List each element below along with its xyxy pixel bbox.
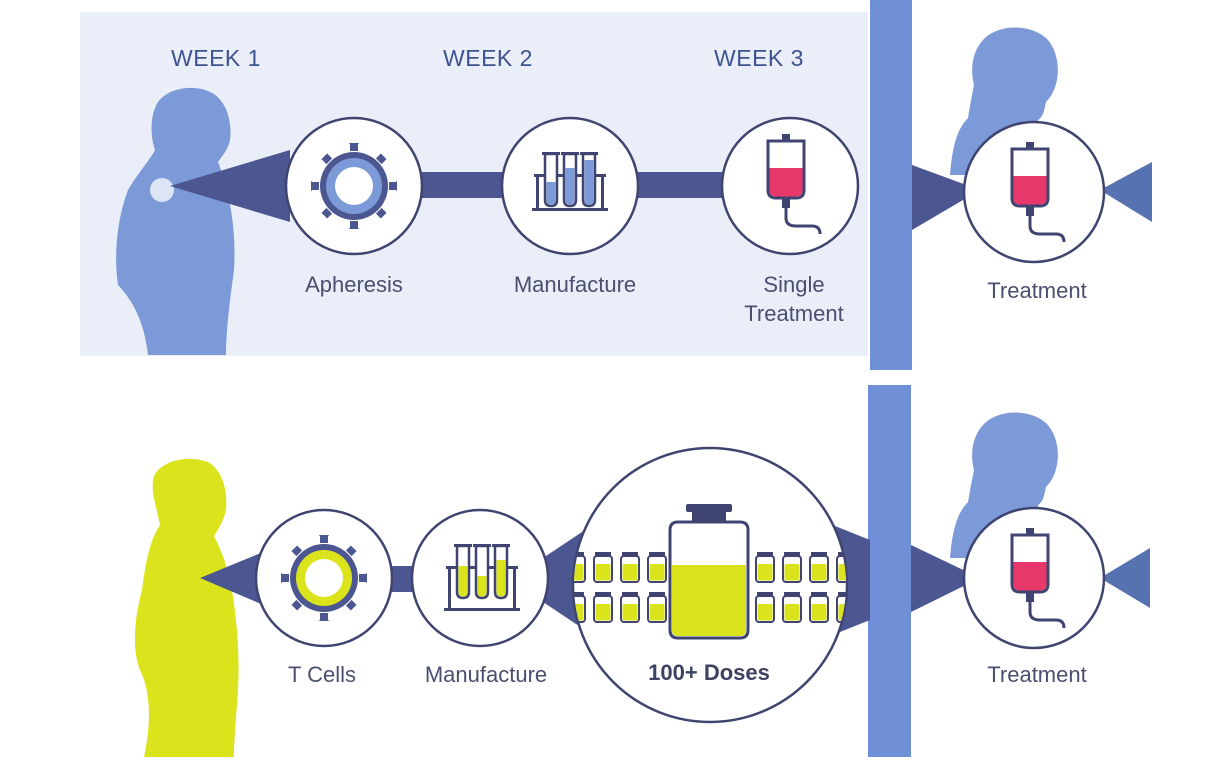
cell-gear-icon [311,143,397,229]
t-cells-label: T Cells [287,662,357,687]
beam-top-right-in [912,165,980,230]
week-3-label: WEEK 3 [714,45,804,71]
donor-silhouette [134,458,239,757]
beam-top [170,150,290,222]
test-tubes-icon-bottom [444,544,520,611]
large-jar-icon [668,504,750,640]
treatment-bottom-label: Treatment [987,662,1087,687]
patient-silhouette-top [116,87,235,355]
single-treatment-label: Single Treatment [744,272,844,326]
apheresis-site-marker [150,178,174,202]
week-2-label: WEEK 2 [443,45,533,71]
treatment-top-label: Treatment [987,278,1087,303]
manufacture-top-label: Manufacture [513,272,637,297]
divider-top [870,0,912,370]
t-cell-gear-icon [281,535,367,621]
apheresis-label: Apheresis [305,272,403,297]
week-1-label: WEEK 1 [171,45,261,71]
doses-label: 100+ Doses [648,660,770,685]
manufacture-bottom-label: Manufacture [424,662,548,687]
divider-bottom [868,385,911,757]
beam-bottom-right-in [911,545,980,612]
beam-bottom-right-out [1100,548,1150,608]
connector-top-1 [410,172,510,198]
beam-top-right-out [1100,162,1152,222]
test-tubes-icon-top [532,152,608,211]
